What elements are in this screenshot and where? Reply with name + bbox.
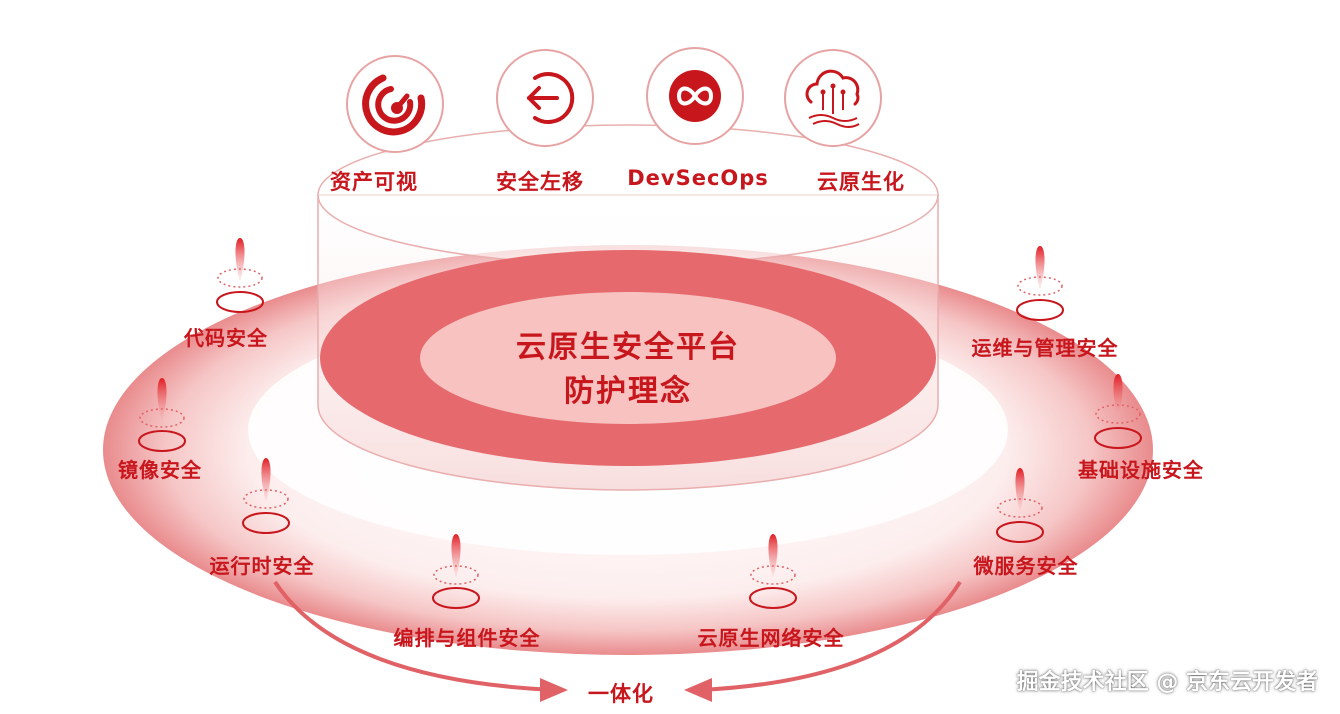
asset-visibility-icon	[346, 55, 444, 153]
feature-label-shift-left: 安全左移	[496, 170, 584, 194]
watermark: 掘金技术社区 @ 京东云开发者	[1016, 670, 1318, 695]
ring-label-ops: 运维与管理安全	[971, 336, 1119, 360]
unify-arrowhead-right	[684, 678, 712, 702]
ring-label-code: 代码安全	[184, 326, 268, 350]
unify-arrowhead-left	[540, 678, 568, 702]
pin-ops	[1016, 246, 1064, 321]
ring-label-network: 云原生网络安全	[697, 626, 845, 650]
platform-disc-highlight	[420, 292, 836, 424]
pin-microservice	[996, 468, 1044, 543]
unify-label: 一体化	[588, 682, 654, 706]
unify-arrow-right	[699, 580, 962, 692]
platform-title-line1: 云原生安全平台	[516, 330, 740, 365]
ring-label-infrastructure: 基础设施安全	[1078, 458, 1204, 482]
pin-network	[749, 534, 797, 609]
pin-infrastructure	[1094, 374, 1142, 449]
feature-label-devsecops: DevSecOps	[627, 166, 769, 190]
cloud-circuit-icon	[784, 49, 882, 147]
infinity-loop-icon	[646, 47, 744, 145]
feature-label-asset-visibility: 资产可视	[330, 170, 418, 194]
ring-label-orchestration: 编排与组件安全	[393, 626, 541, 650]
pin-code	[216, 238, 264, 313]
pin-image	[138, 378, 186, 452]
platform-title: 云原生安全平台 防护理念	[516, 326, 740, 414]
ring-label-microservice: 微服务安全	[973, 554, 1079, 578]
ring-label-image: 镜像安全	[118, 458, 202, 482]
pin-orchestration	[432, 534, 480, 609]
shift-left-icon	[496, 49, 594, 147]
pin-runtime	[242, 458, 290, 534]
feature-label-cloud-native: 云原生化	[817, 170, 905, 194]
unify-arrow-left	[273, 580, 556, 692]
platform-title-line2: 防护理念	[564, 374, 692, 409]
ring-label-runtime: 运行时安全	[209, 554, 315, 578]
